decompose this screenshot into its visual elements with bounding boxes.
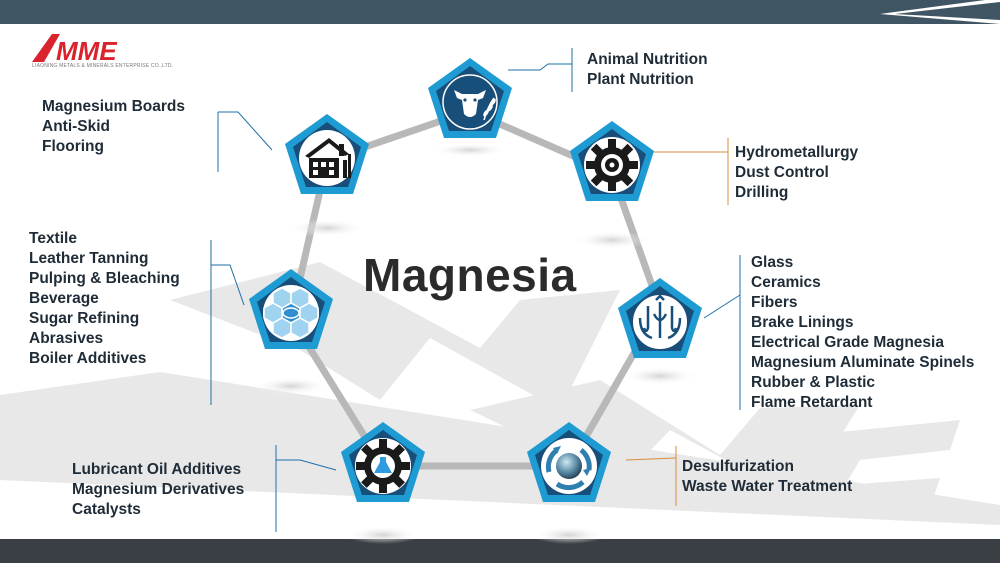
label-item: Boiler Additives — [29, 350, 147, 367]
label-item: Pulping & Bleaching — [29, 270, 180, 287]
gear-flask-icon — [356, 439, 410, 493]
label-item: Beverage — [29, 290, 99, 307]
label-item: Glass — [751, 254, 794, 271]
label-item: Anti-Skid — [42, 118, 111, 135]
label-item: Plant Nutrition — [587, 71, 694, 88]
labels-industry: Textile Leather Tanning Pulping & Bleach… — [29, 229, 180, 369]
top-bar-arrow — [880, 0, 1000, 24]
label-item: Drilling — [735, 184, 789, 201]
diagram-title: Magnesia — [363, 249, 577, 301]
label-item: Fibers — [751, 294, 798, 311]
label-item: Leather Tanning — [29, 250, 149, 267]
label-item: Waste Water Treatment — [682, 478, 853, 495]
bottom-bar — [0, 539, 1000, 563]
label-item: Electrical Grade Magnesia — [751, 334, 944, 351]
label-item: Desulfurization — [682, 458, 794, 475]
node-industry[interactable] — [249, 269, 333, 349]
label-item: Catalysts — [72, 501, 141, 518]
node-shadows — [253, 143, 698, 544]
label-item: Magnesium Aluminate Spinels — [751, 354, 975, 371]
building-tools-icon — [305, 138, 351, 178]
flame-furnace-icon — [638, 294, 682, 340]
label-item: Rubber & Plastic — [751, 374, 876, 391]
label-item: Lubricant Oil Additives — [72, 461, 242, 478]
brand-logo: MME — [32, 34, 117, 66]
node-chemicals[interactable] — [341, 422, 425, 502]
recycle-globe-icon — [545, 446, 592, 491]
label-item: Hydrometallurgy — [735, 144, 859, 161]
node-environment[interactable] — [527, 422, 611, 502]
label-item: Magnesium Boards — [42, 98, 185, 115]
hexagon-molecule-icon — [263, 287, 319, 339]
node-metallurgy[interactable] — [570, 121, 654, 201]
node-ceramics[interactable] — [618, 278, 702, 358]
label-item: Magnesium Derivatives — [72, 481, 245, 498]
label-item: Flooring — [42, 138, 104, 155]
label-item: Sugar Refining — [29, 310, 140, 327]
leader-lines — [210, 48, 741, 532]
node-agriculture[interactable] — [428, 58, 512, 138]
labels-environment: Desulfurization Waste Water Treatment — [682, 457, 852, 497]
cow-wheat-icon — [454, 90, 496, 121]
label-item: Flame Retardant — [751, 394, 873, 411]
node-construction[interactable] — [285, 114, 369, 194]
labels-agriculture: Animal Nutrition Plant Nutrition — [587, 50, 708, 90]
brand-subtitle: LIAONING METALS & MINERALS ENTERPRISE CO… — [32, 63, 174, 69]
brand-name: MME — [56, 36, 117, 66]
label-item: Abrasives — [29, 330, 104, 347]
label-item: Textile — [29, 230, 77, 247]
labels-ceramics: Glass Ceramics Fibers Brake Linings Elec… — [751, 253, 974, 413]
gear-icon — [586, 139, 638, 191]
label-item: Ceramics — [751, 274, 821, 291]
label-item: Animal Nutrition — [587, 51, 708, 68]
label-item: Brake Linings — [751, 314, 854, 331]
top-bar — [0, 0, 1000, 24]
label-item: Dust Control — [735, 164, 829, 181]
labels-metallurgy: Hydrometallurgy Dust Control Drilling — [735, 143, 858, 203]
labels-construction: Magnesium Boards Anti-Skid Flooring — [42, 97, 185, 157]
labels-chemicals: Lubricant Oil Additives Magnesium Deriva… — [72, 460, 244, 520]
